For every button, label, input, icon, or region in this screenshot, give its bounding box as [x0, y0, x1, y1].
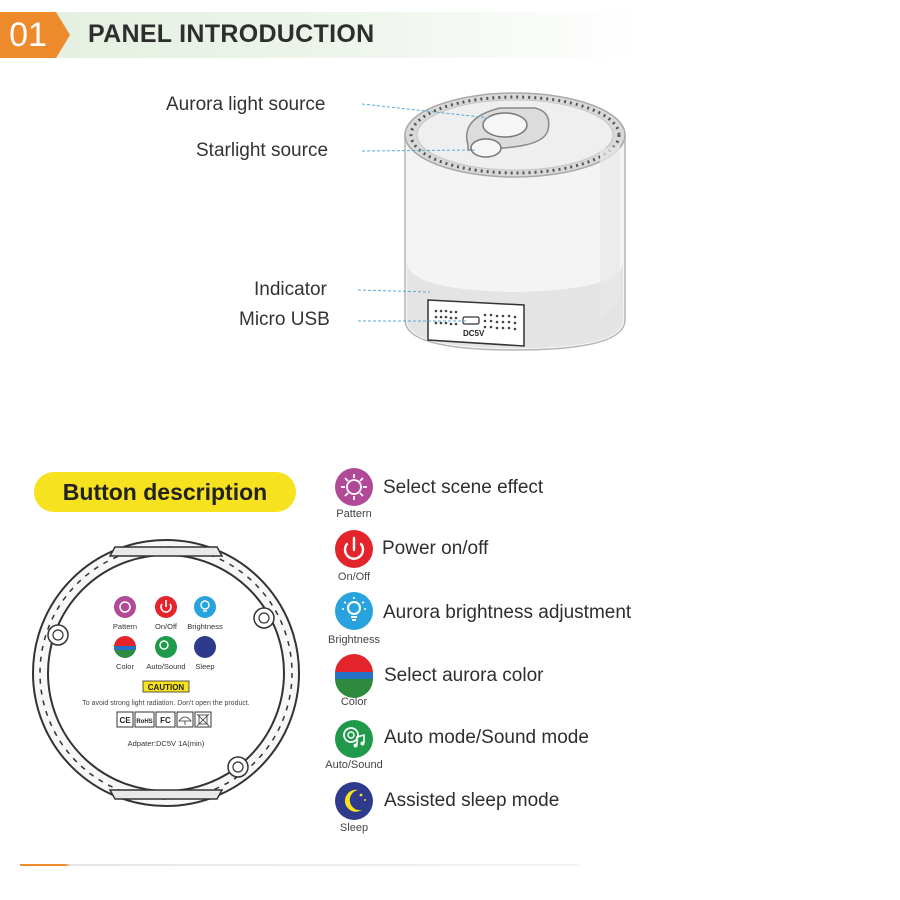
- caution-warning: To avoid strong light radiation. Don't o…: [82, 700, 250, 707]
- panel-label-sleep: Sleep: [195, 662, 214, 671]
- control-panel-diagram: Pattern On/Off Brightness Color Auto/Sou…: [32, 539, 300, 807]
- weee-bin-icon: [194, 711, 212, 728]
- adapter-spec: Adpater:DC5V 1A(min): [128, 739, 205, 748]
- legend-text-color: Select aurora color: [384, 665, 544, 686]
- label-starlight: Starlight source: [196, 140, 329, 161]
- umbrella-mark-icon: [176, 711, 194, 728]
- panel-label-auto-sound: Auto/Sound: [146, 662, 185, 671]
- section-number-arrow: [56, 12, 70, 58]
- panel-moon-icon: [194, 636, 216, 658]
- label-indicator: Indicator: [254, 279, 327, 300]
- pattern-icon: [335, 468, 373, 506]
- legend-text-sleep: Assisted sleep mode: [384, 790, 560, 811]
- legend-sub-brightness: Brightness: [328, 634, 380, 646]
- legend-text-power: Power on/off: [382, 538, 489, 559]
- legend-text-brightness: Aurora brightness adjustment: [383, 602, 632, 623]
- legend-sub-pattern: Pattern: [336, 508, 372, 520]
- caution-label: CAUTION: [148, 683, 185, 692]
- label-usb: Micro USB: [239, 309, 330, 330]
- cert-fc: FC: [160, 716, 171, 725]
- device-illustration: DC5V: [357, 92, 626, 351]
- bulb-icon: [335, 592, 373, 630]
- panel-color-icon: [114, 636, 136, 658]
- panel-auto-sound-icon: [155, 636, 177, 658]
- header-band: [0, 12, 640, 58]
- cert-ce: CE: [119, 716, 131, 725]
- legend-sub-color: Color: [340, 696, 368, 708]
- color-icon: [335, 654, 373, 698]
- panel-pattern-icon: [114, 596, 136, 618]
- legend-icons: [335, 468, 373, 820]
- auto-sound-icon: [335, 720, 373, 758]
- bottom-divider: [20, 864, 580, 866]
- moon-icon: [335, 782, 373, 820]
- legend-text-auto-sound: Auto mode/Sound mode: [384, 727, 589, 748]
- section-title: PANEL INTRODUCTION: [88, 20, 375, 48]
- legend-sub-sleep: Sleep: [339, 822, 369, 834]
- legend-text-pattern: Select scene effect: [383, 477, 544, 498]
- button-description-title: Button description: [34, 472, 296, 512]
- legend-sub-onoff: On/Off: [337, 571, 371, 583]
- panel-label-pattern: Pattern: [113, 622, 137, 631]
- legend-sub-auto-sound: Auto/Sound: [325, 759, 383, 771]
- power-icon: [335, 530, 373, 568]
- panel-label-brightness: Brightness: [187, 622, 223, 631]
- panel-bulb-icon: [194, 596, 216, 618]
- label-aurora: Aurora light source: [166, 94, 326, 115]
- panel-label-color: Color: [116, 662, 134, 671]
- port-mark: DC5V: [463, 329, 485, 338]
- panel-power-icon: [155, 596, 177, 618]
- cert-rohs: RoHS: [136, 719, 152, 725]
- panel-label-onoff: On/Off: [155, 622, 178, 631]
- section-number: 01: [0, 12, 56, 58]
